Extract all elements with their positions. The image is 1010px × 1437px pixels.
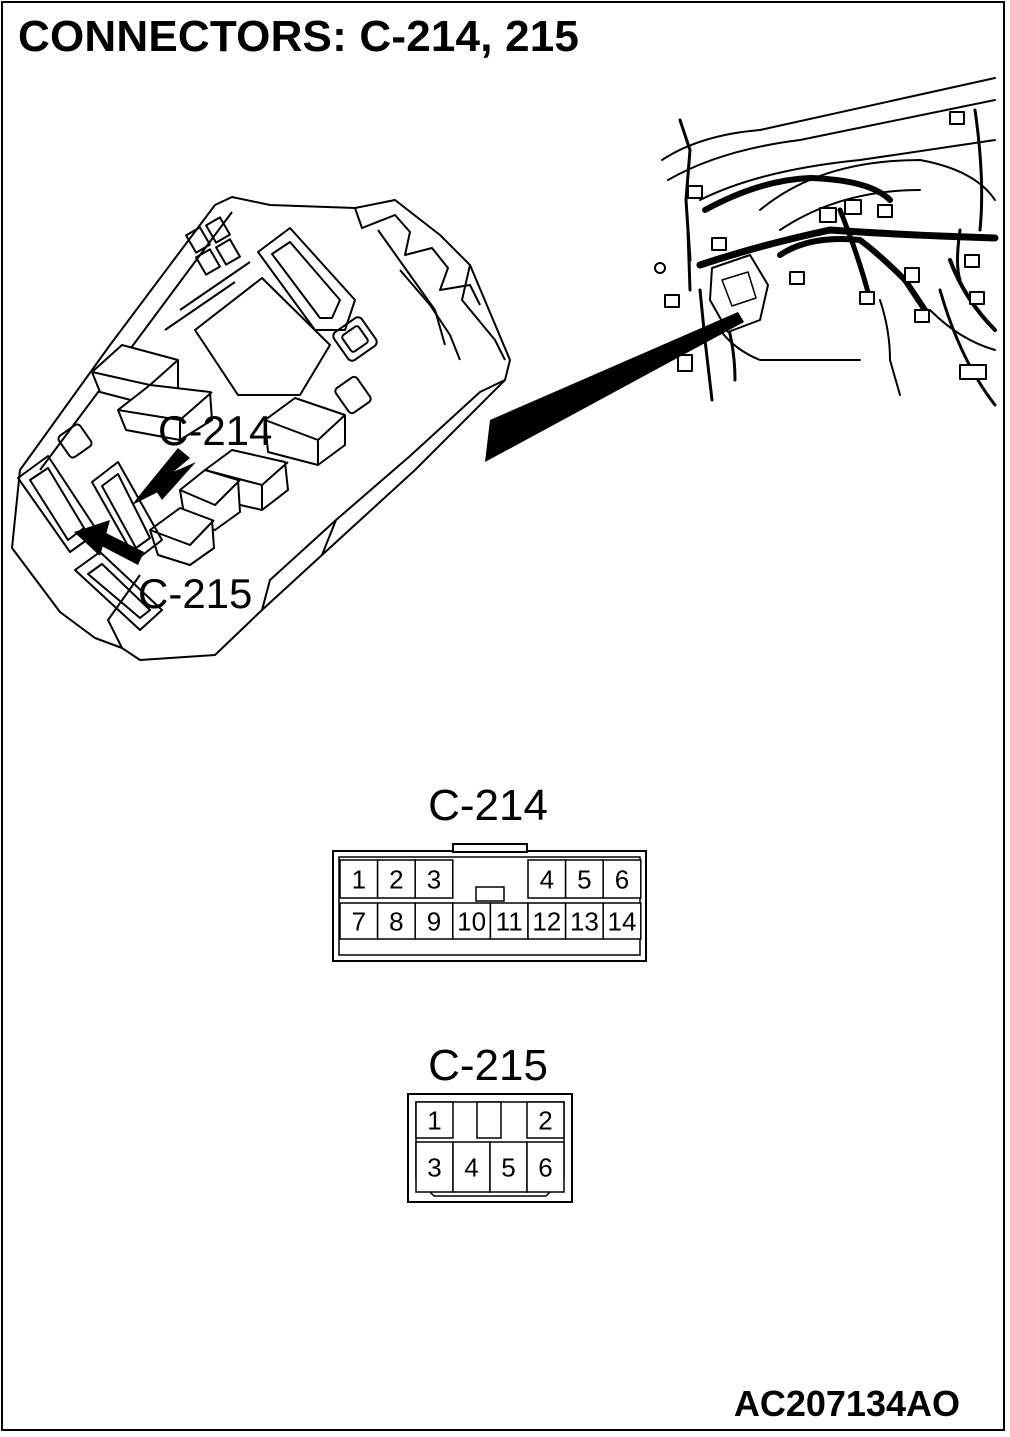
c214-pin-9: 9 [427, 906, 441, 936]
c215-pin-5: 5 [501, 1152, 515, 1182]
c214-pin-2: 2 [389, 864, 403, 894]
connector-c215-label: C-215 [428, 1041, 548, 1090]
c214-pin-10: 10 [457, 906, 486, 936]
connector-c214-label: C-214 [428, 781, 548, 830]
c214-pin-11: 11 [496, 906, 523, 936]
c214-pin-12: 12 [532, 906, 561, 936]
c214-pin-4-cell [527, 859, 567, 899]
c215-pin-2-cell [526, 1101, 565, 1139]
c214-pin-2-cell [376, 859, 416, 899]
c215-pin-3: 3 [427, 1152, 441, 1182]
junction-block-illustration [11, 196, 511, 661]
c214-pin-12-cell [527, 902, 567, 940]
c215-pin-2: 2 [538, 1105, 552, 1135]
c214-pin-5-cell [564, 859, 604, 899]
c215-pin-4: 4 [464, 1152, 478, 1182]
page-title: CONNECTORS: C-214, 215 [18, 12, 580, 61]
callout-label-c215: C-215 [138, 570, 252, 617]
c215-pin-6: 6 [538, 1152, 552, 1182]
c215-pin-5-cell [489, 1141, 528, 1193]
c214-pin-14-cell [602, 902, 642, 940]
c215-pin-6-cell [526, 1141, 565, 1193]
c214-pin-9-cell [414, 902, 454, 940]
c214-pin-5: 5 [577, 864, 591, 894]
c214-pin-3: 3 [427, 864, 441, 894]
c214-pin-13-cell [564, 902, 604, 940]
c214-pin-3-cell [414, 859, 454, 899]
c214-pin-4: 4 [540, 864, 554, 894]
c214-pin-8-cell [376, 902, 416, 940]
c214-pin-13: 13 [570, 906, 599, 936]
c214-pin-14: 14 [608, 906, 637, 936]
c214-pin-10-cell [452, 902, 492, 940]
c214-pin-1: 1 [352, 864, 366, 894]
c214-pin-6-cell [602, 859, 642, 899]
callout-arrow-c214 [132, 448, 196, 505]
c214-pin-7: 7 [352, 906, 366, 936]
c215-pin-1-cell [415, 1101, 454, 1139]
c215-pin-1: 1 [427, 1105, 441, 1135]
c214-pin-8: 8 [389, 906, 403, 936]
c214-pin-7-cell [339, 902, 379, 940]
location-pointer-wedge [485, 312, 744, 462]
c215-pin-4-cell [452, 1141, 491, 1193]
figure-code: AC207134AO [733, 1383, 960, 1424]
c214-pin-6: 6 [615, 864, 629, 894]
c215-pin-3-cell [415, 1141, 454, 1193]
dashboard-harness-illustration [654, 77, 999, 407]
callout-arrow-c215 [74, 520, 144, 565]
callout-label-c214: C-214 [158, 407, 272, 454]
